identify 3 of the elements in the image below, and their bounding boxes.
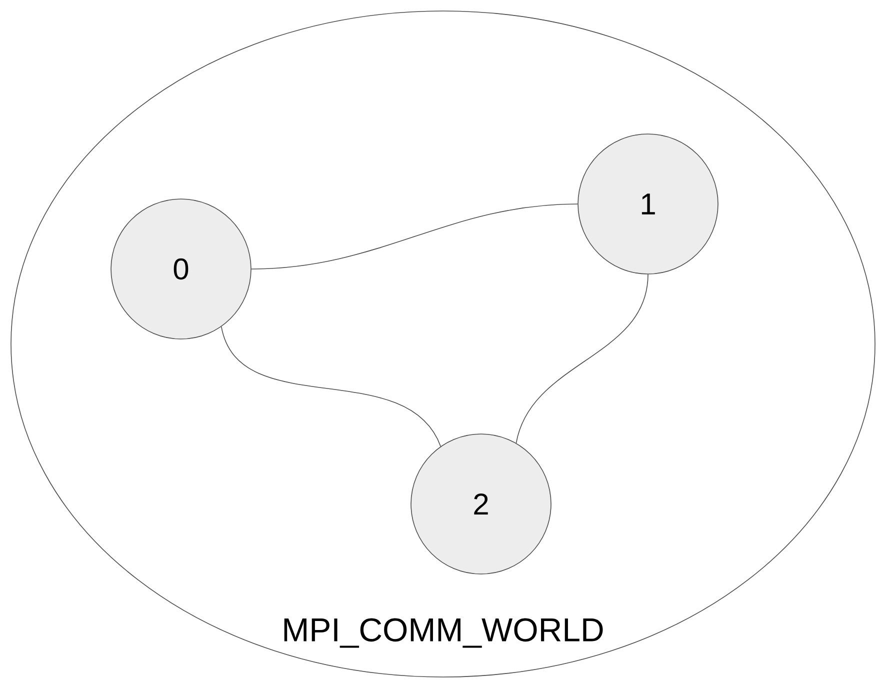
- connector-line: [516, 274, 648, 444]
- connector-line: [251, 204, 578, 270]
- connector-line: [220, 326, 442, 447]
